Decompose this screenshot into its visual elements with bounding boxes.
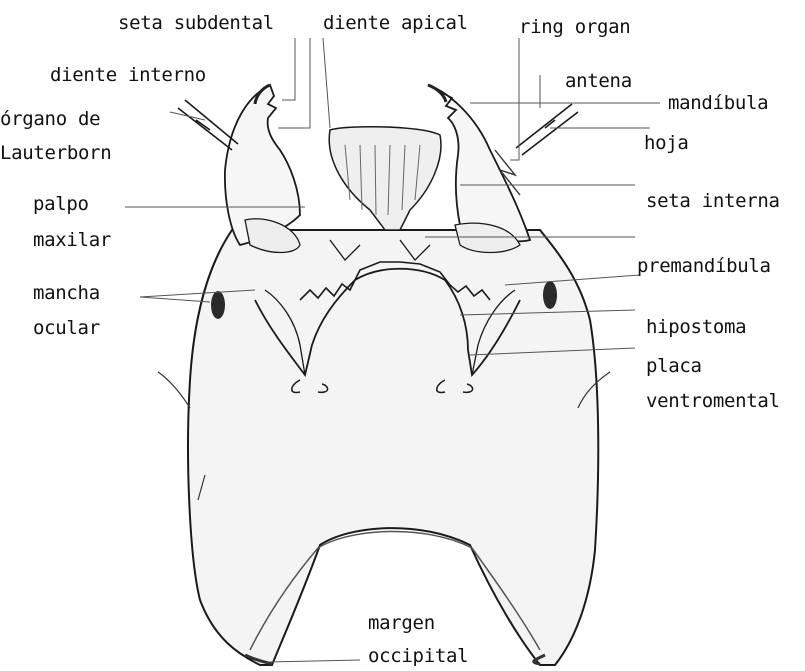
label-antena: antena [565,70,632,92]
head-capsule [188,230,598,665]
label-mancha-line2: ocular [33,317,100,339]
label-placa-line2: ventromental [646,390,780,412]
label-hipostoma: hipostoma [646,316,746,338]
label-mandibula: mandíbula [668,92,768,114]
label-palpo-line2: maxilar [33,229,111,251]
label-margen-line2: occipital [368,645,468,667]
label-palpo-line1: palpo [33,193,89,215]
label-seta-interna: seta interna [646,190,780,212]
label-premandibula: premandíbula [637,255,771,277]
label-hoja: hoja [644,132,689,154]
label-mancha-line1: mancha [33,282,100,304]
labrum [329,127,441,230]
label-diente-interno: diente interno [50,64,206,86]
label-placa-line1: placa [646,355,702,377]
label-organo-de-line1: órgano de [0,108,100,130]
right-antenna [516,104,578,155]
left-eye-spot [211,291,225,319]
label-seta-subdental: seta subdental [118,12,274,34]
right-eye-spot [543,281,557,309]
label-diente-apical: diente apical [323,12,468,34]
label-organo-de-line2: Lauterborn [0,142,111,164]
right-mandible [428,85,530,241]
label-margen-line1: margen [368,612,435,634]
label-ring-organ: ring organ [519,16,630,38]
